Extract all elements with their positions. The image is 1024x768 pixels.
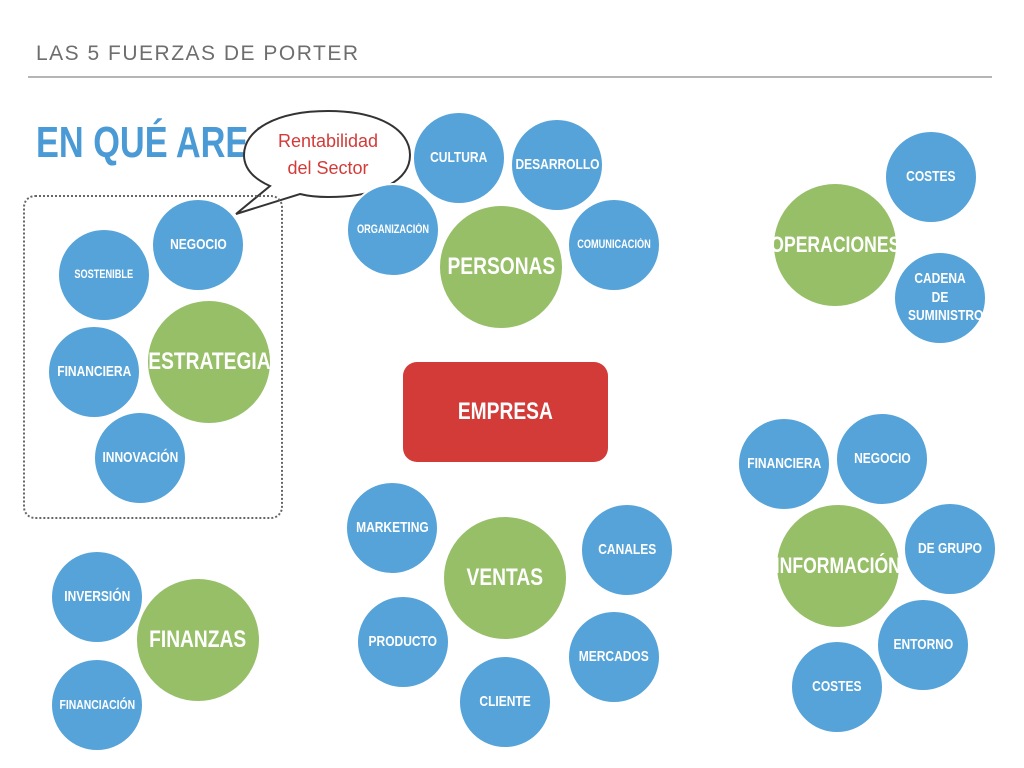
node-producto: PRODUCTO (356, 595, 450, 689)
node-negocio: NEGOCIO (151, 198, 245, 292)
node-canales: CANALES (580, 503, 674, 597)
node-de-grupo: DE GRUPO (903, 502, 997, 596)
node-sostenible: SOSTENIBLE (57, 228, 151, 322)
node-marketing: MARKETING (345, 481, 439, 575)
node-personas: PERSONAS (438, 204, 564, 330)
callout-line-2: del Sector (287, 158, 369, 178)
node-innovacion: INNOVACIÓN (93, 411, 187, 505)
node-cadena-suministro: CADENA DE SUMINISTRO (893, 251, 987, 345)
callout-line-1: Rentabilidad (277, 131, 379, 151)
speech-bubble (235, 109, 412, 215)
node-costes: COSTES (884, 130, 978, 224)
node-finanzas: FINANZAS (135, 577, 261, 703)
area-title: EN QUÉ AREA (36, 118, 274, 167)
node-ventas: VENTAS (442, 515, 568, 641)
node-desarrollo: DESARROLLO (510, 118, 604, 212)
callout-text: Rentabilidad del Sector (240, 128, 416, 182)
node-empresa: EMPRESA (403, 362, 608, 462)
node-financiera-info: FINANCIERA (737, 417, 831, 511)
node-financiera: FINANCIERA (47, 325, 141, 419)
node-cliente: CLIENTE (458, 655, 552, 749)
highlight-box (23, 195, 283, 519)
slide-header: LAS 5 FUERZAS DE PORTER (36, 42, 360, 65)
node-organizacion: ORGANIZACIÓN (346, 183, 440, 277)
node-operaciones: OPERACIONES (770, 182, 900, 308)
node-costes-info: COSTES (790, 640, 884, 734)
node-cultura: CULTURA (412, 111, 506, 205)
header-divider (28, 76, 992, 78)
node-negocio-info: NEGOCIO (835, 412, 929, 506)
node-financiacion: FINANCIACIÓN (50, 658, 144, 752)
node-comunicacion: COMUNICACIÓN (567, 198, 661, 292)
node-estrategia: ESTRATEGIA (146, 299, 272, 425)
node-informacion: INFORMACIÓN (775, 503, 901, 629)
node-entorno: ENTORNO (876, 598, 970, 692)
node-inversion: INVERSIÓN (50, 550, 144, 644)
node-mercados: MERCADOS (567, 610, 661, 704)
